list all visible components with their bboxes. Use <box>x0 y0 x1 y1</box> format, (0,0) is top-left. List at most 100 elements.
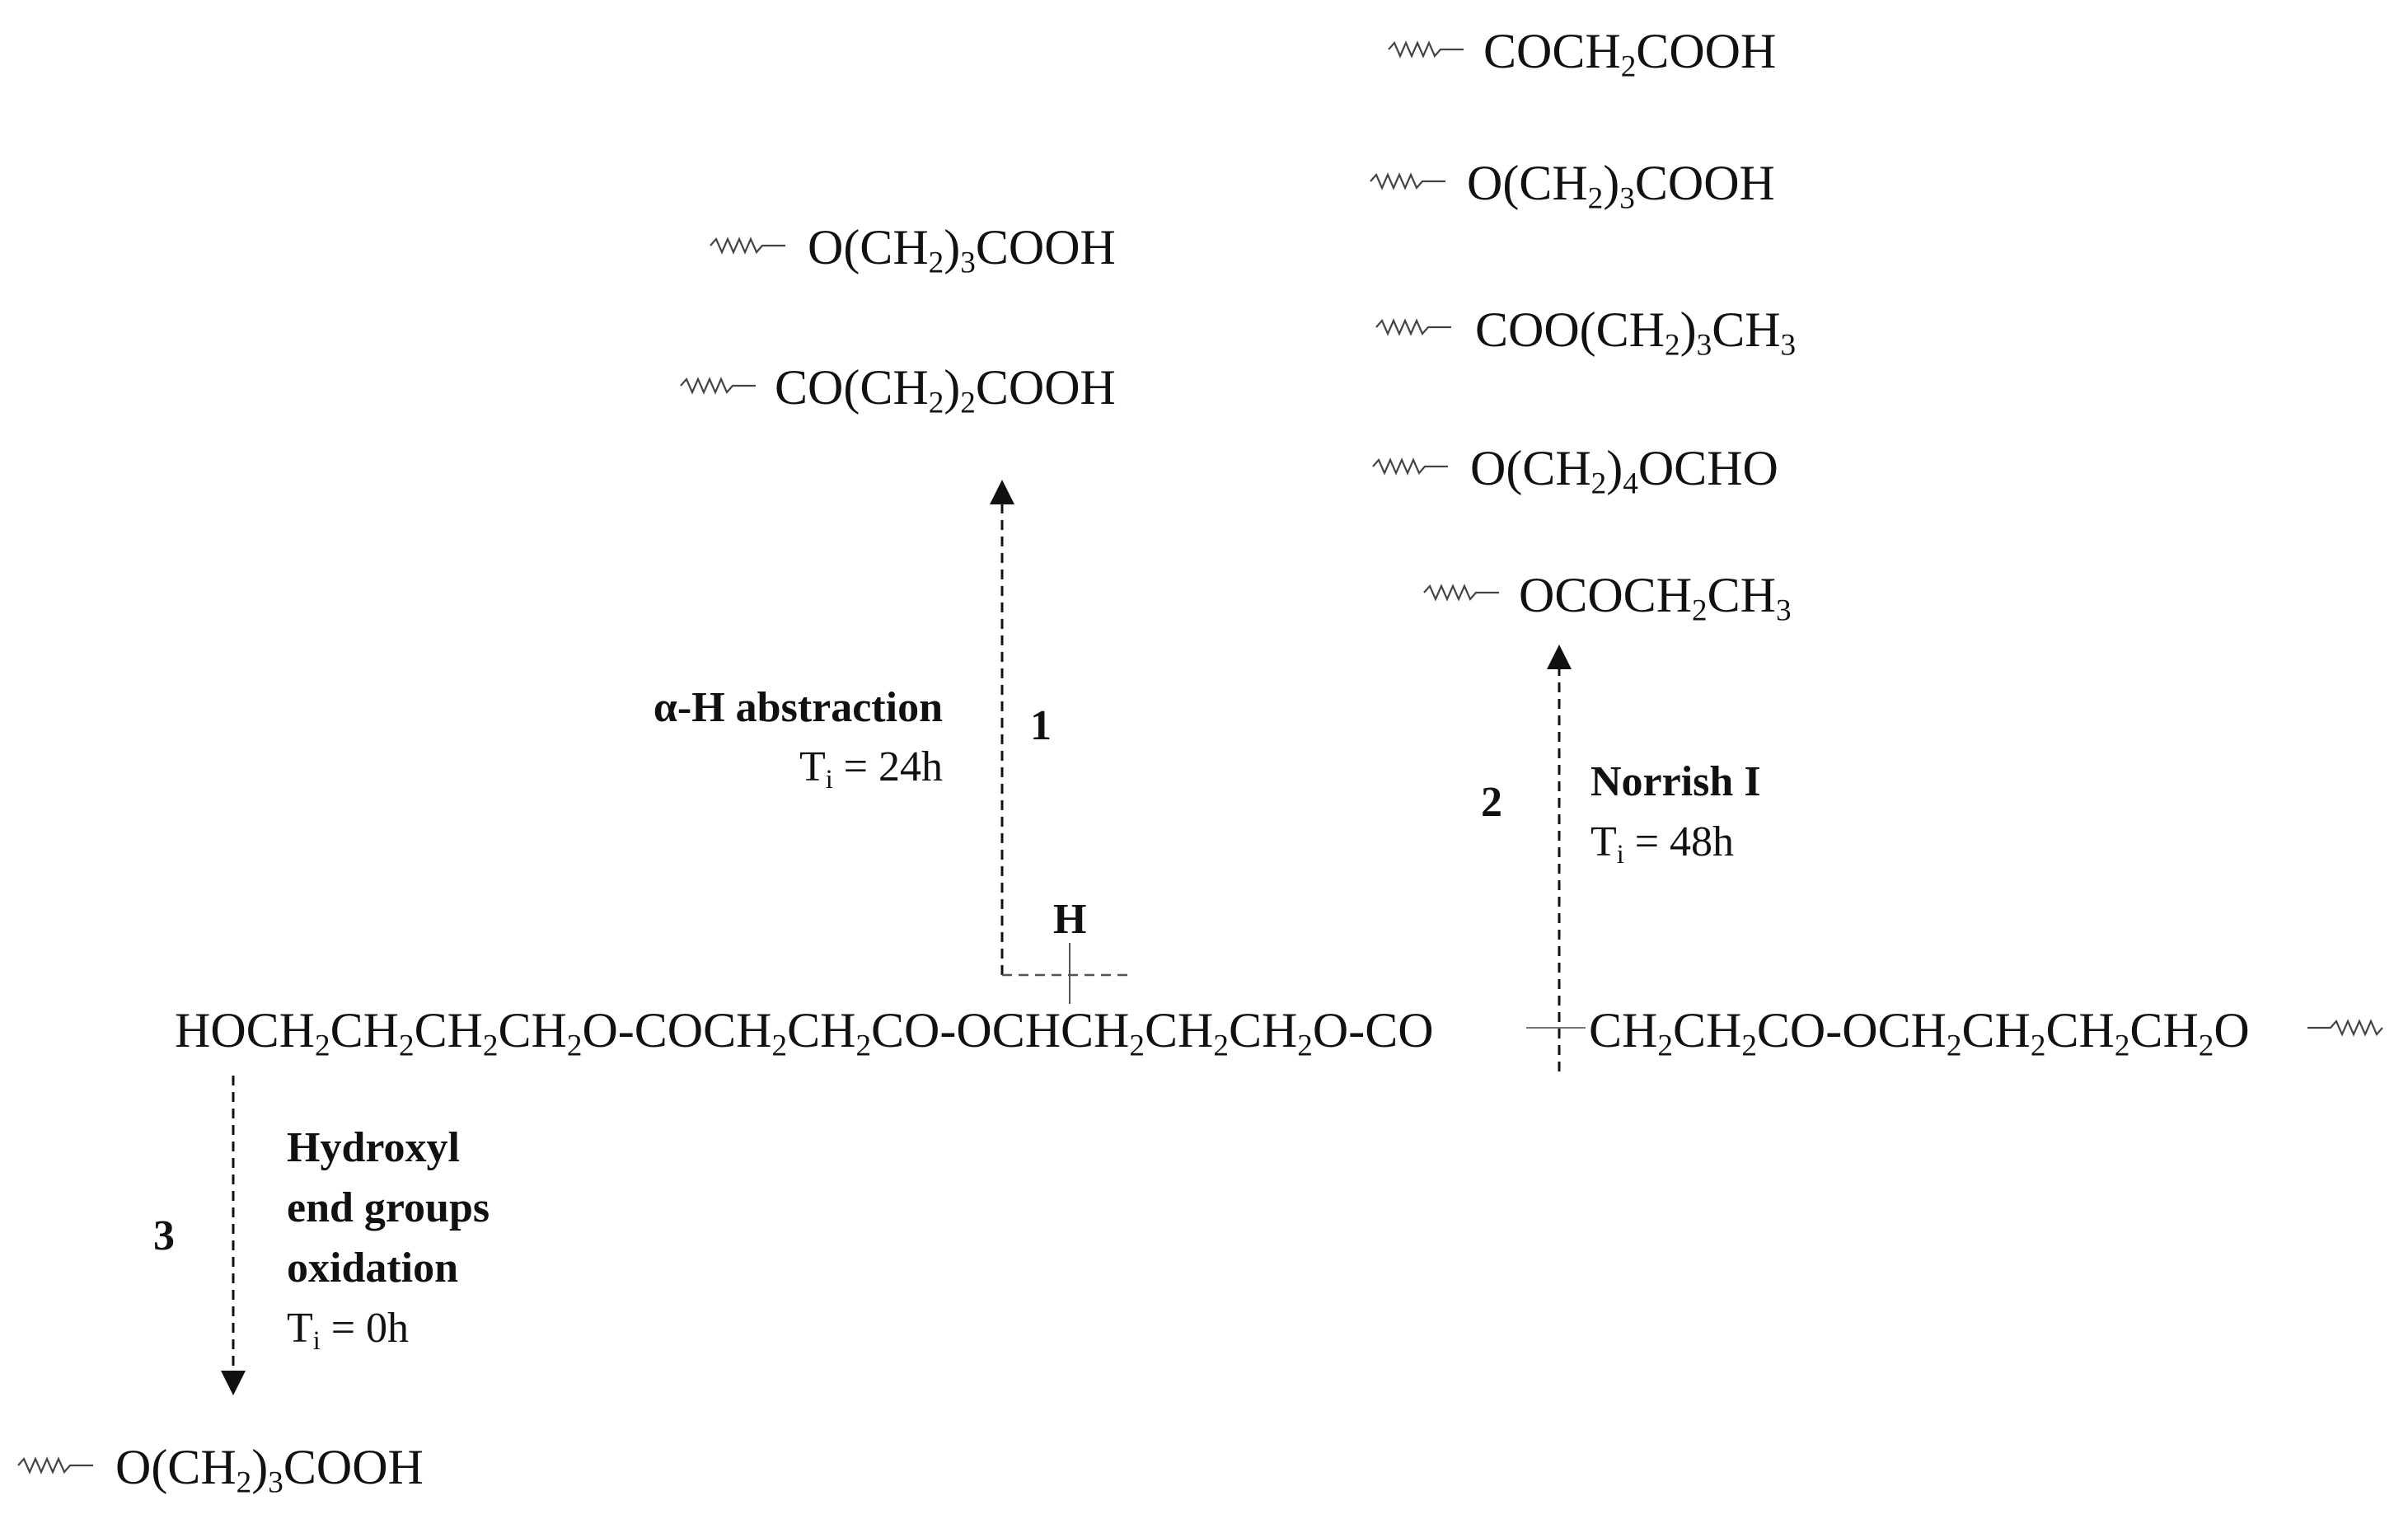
formula-subscript: 2 <box>1587 181 1604 216</box>
formula-text: O(CH <box>115 1440 237 1494</box>
formula-text: CH <box>2129 1003 2199 1057</box>
formula-text: OCOCH <box>1519 568 1693 622</box>
formula-subscript: 2 <box>1297 1029 1313 1063</box>
formula-subscript: 2 <box>855 1029 872 1063</box>
formula-subscript: 3 <box>1780 328 1797 363</box>
pathway-3-name-line-1: Hydroxyl <box>287 1124 460 1171</box>
formula-text: CO-OCH <box>1756 1003 1947 1057</box>
pathway-3-induction-time: Ti = 0h <box>287 1305 410 1356</box>
wavy-bond-p2-4 <box>1372 457 1448 476</box>
formula-text: COOH <box>975 220 1116 274</box>
pathway-2-product-5: OCOCH2CH3 <box>1519 568 1792 626</box>
formula-text: CH <box>1144 1003 1214 1057</box>
pathway-1-arrow <box>990 480 1131 1004</box>
wavy-bond-chain-end <box>2307 1019 2383 1037</box>
pathway-2-product-1: COCH2COOH <box>1483 24 1777 82</box>
formula-text: COOH <box>975 360 1116 415</box>
formula-subscript: 2 <box>236 1465 252 1500</box>
pathway-2-arrow <box>1526 645 1586 1071</box>
formula-text: CH <box>1707 568 1776 622</box>
formula-text: COCH <box>1483 24 1621 78</box>
formula-text: ) <box>944 360 961 415</box>
formula-subscript: 2 <box>566 1029 583 1063</box>
pathway-2-induction-time: Ti = 48h <box>1590 818 1735 870</box>
pathway-3-name-line-2: end groups <box>287 1184 490 1231</box>
formula-subscript: 3 <box>1696 328 1712 363</box>
formula-text: CH <box>1961 1003 2031 1057</box>
formula-subscript: 2 <box>2198 1029 2214 1063</box>
formula-subscript: 2 <box>771 1029 788 1063</box>
formula-subscript: 3 <box>1619 181 1635 216</box>
formula-text: CH <box>1228 1003 1298 1057</box>
formula-text: CH <box>330 1003 399 1057</box>
formula-text: O(CH <box>808 220 929 274</box>
formula-text: CH <box>414 1003 483 1057</box>
pathway-2-product-3: COO(CH2)3CH3 <box>1475 302 1796 361</box>
formula-text: O(CH <box>1467 156 1588 210</box>
formula-text: ) <box>944 220 961 274</box>
wavy-bond-p2-1 <box>1388 40 1464 59</box>
abstracted-h-atom: H <box>1053 896 1087 943</box>
pathway-3-number: 3 <box>153 1212 175 1259</box>
formula-subscript: 2 <box>315 1029 330 1063</box>
wavy-bond-p3-1 <box>17 1456 93 1474</box>
formula-text: ) <box>1606 441 1623 495</box>
pathway-1-product-2: CO(CH2)2COOH <box>775 360 1116 419</box>
pathway-1-name: α-H abstraction <box>653 684 943 731</box>
chain-wavy-markers <box>17 40 2383 1474</box>
pathway-1-number: 1 <box>1030 702 1052 749</box>
formula-text: CH <box>2045 1003 2115 1057</box>
formula-subscript: 2 <box>960 386 976 420</box>
pathway-2-name: Norrish I <box>1590 758 1761 805</box>
formula-subscript: 2 <box>928 386 944 420</box>
formula-subscript: 2 <box>1213 1029 1229 1063</box>
formula-text: CH <box>787 1003 856 1057</box>
main-chain-tail-formula: CH2CH2CO-OCH2CH2CH2CH2O <box>1589 1003 2250 1062</box>
formula-subscript: 2 <box>1590 466 1607 501</box>
formula-subscript: 2 <box>1946 1029 1962 1063</box>
formula-text: O <box>2214 1003 2250 1057</box>
formula-text: CH <box>498 1003 567 1057</box>
formula-text: COOH <box>1636 24 1777 78</box>
formula-subscript: 2 <box>928 246 944 280</box>
wavy-bond-p1-1 <box>710 237 785 255</box>
formula-text: ) <box>1603 156 1620 210</box>
formula-text: CO(CH <box>775 360 929 415</box>
pathway-2-number: 2 <box>1481 779 1502 826</box>
formula-text: ) <box>1680 302 1697 357</box>
formula-text: ) <box>251 1440 269 1494</box>
formula-subscript: 2 <box>1692 593 1708 628</box>
formula-text: CH <box>1712 302 1781 357</box>
pathway-2-product-4: O(CH2)4OCHO <box>1470 441 1778 499</box>
wavy-bond-p2-5 <box>1423 584 1499 602</box>
pathway-2-product-2: O(CH2)3COOH <box>1467 156 1775 214</box>
formula-subscript: 2 <box>1665 328 1680 363</box>
pathway-1-product-1: O(CH2)3COOH <box>808 220 1116 279</box>
pathway-3-name-line-3: oxidation <box>287 1245 459 1292</box>
formula-subscript: 2 <box>1741 1029 1757 1063</box>
formula-text: OCHO <box>1637 441 1778 495</box>
wavy-bond-p2-2 <box>1370 172 1445 190</box>
formula-subscript: 2 <box>2114 1029 2130 1063</box>
formula-subscript: 2 <box>1620 49 1637 84</box>
pathway-1-induction-time: Ti = 24h <box>799 743 943 795</box>
formula-subscript: 2 <box>398 1029 415 1063</box>
formula-text: HOCH <box>175 1003 316 1057</box>
formula-subscript: 3 <box>268 1465 283 1500</box>
formula-text: O(CH <box>1470 441 1591 495</box>
formula-subscript: 3 <box>1775 593 1792 628</box>
formula-subscript: 2 <box>1129 1029 1145 1063</box>
formula-text: CH <box>1589 1003 1658 1057</box>
formula-subscript: 2 <box>482 1029 499 1063</box>
formula-text: O-COCH <box>582 1003 772 1057</box>
formula-text: COO(CH <box>1475 302 1665 357</box>
wavy-bond-p2-3 <box>1375 318 1451 336</box>
formula-text: COOH <box>283 1440 424 1494</box>
formula-text: CO-OCHCH <box>871 1003 1130 1057</box>
formula-subscript: 2 <box>1657 1029 1673 1063</box>
formula-text: COOH <box>1634 156 1775 210</box>
formula-subscript: 4 <box>1623 466 1638 501</box>
formula-subscript: 3 <box>960 246 976 280</box>
formula-text: O-CO <box>1312 1003 1434 1057</box>
